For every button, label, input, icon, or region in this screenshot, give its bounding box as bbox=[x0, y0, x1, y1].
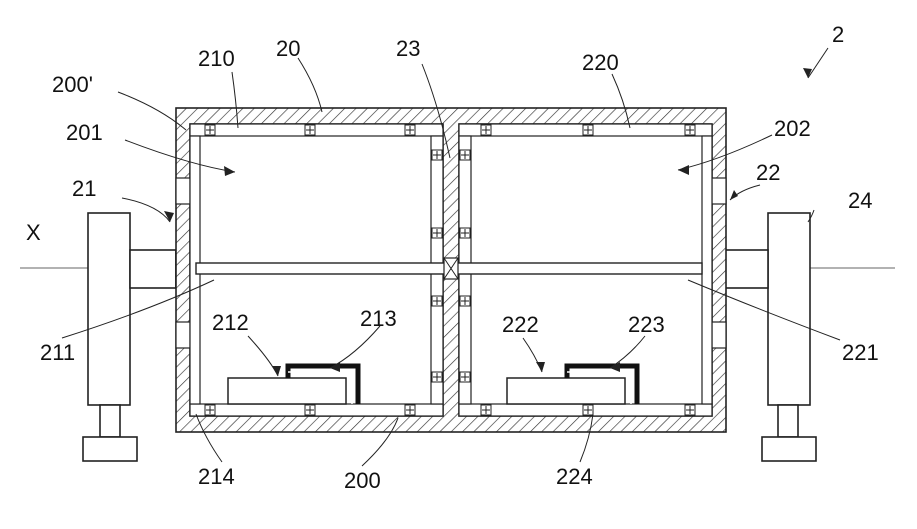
label-module-left: 21 bbox=[72, 176, 96, 201]
label-support-right: 24 bbox=[848, 188, 872, 213]
label-axis: X bbox=[26, 220, 41, 245]
label-cover-right: 223 bbox=[628, 312, 665, 337]
label-chamber-left: 201 bbox=[66, 120, 103, 145]
label-housing-alt: 200' bbox=[52, 72, 93, 97]
label-panel-top-right: 220 bbox=[582, 50, 619, 75]
label-device-right: 222 bbox=[502, 312, 539, 337]
label-housing: 20 bbox=[276, 36, 300, 61]
label-chamber-right: 202 bbox=[774, 116, 811, 141]
label-panel-top-left: 210 bbox=[198, 46, 235, 71]
label-module-right: 22 bbox=[756, 160, 780, 185]
label-bottom-right: 224 bbox=[556, 464, 593, 489]
label-device-left: 212 bbox=[212, 310, 249, 335]
label-partition: 23 bbox=[396, 36, 420, 61]
label-bottom-center: 200 bbox=[344, 468, 381, 493]
label-bottom-left: 214 bbox=[198, 464, 235, 489]
label-shaft-left: 211 bbox=[40, 340, 75, 365]
label-fig: 2 bbox=[832, 22, 844, 47]
label-cover-left: 213 bbox=[360, 306, 397, 331]
label-shaft-right: 221 bbox=[842, 340, 879, 365]
